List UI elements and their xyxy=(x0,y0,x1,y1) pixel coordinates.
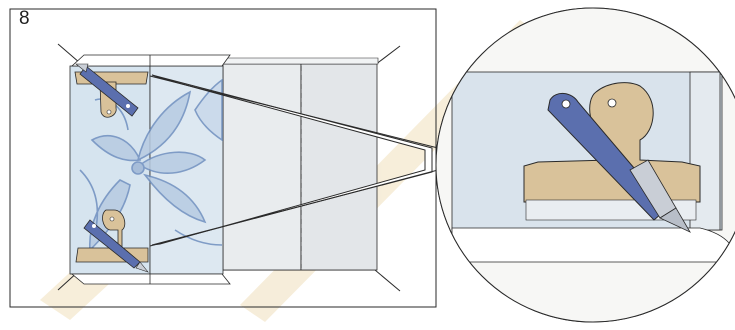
wall-panel xyxy=(222,63,302,271)
utility-knife-bottom xyxy=(83,219,149,273)
magnifier-lens xyxy=(435,7,735,323)
zoom-callout xyxy=(149,74,439,247)
smoothing-tool-bottom xyxy=(75,209,149,263)
step-number: 8 xyxy=(19,8,30,29)
wall-panel xyxy=(300,63,378,271)
utility-knife-top xyxy=(75,63,139,117)
wall-panels xyxy=(222,57,379,271)
lens-ceiling-overlap xyxy=(451,227,735,263)
